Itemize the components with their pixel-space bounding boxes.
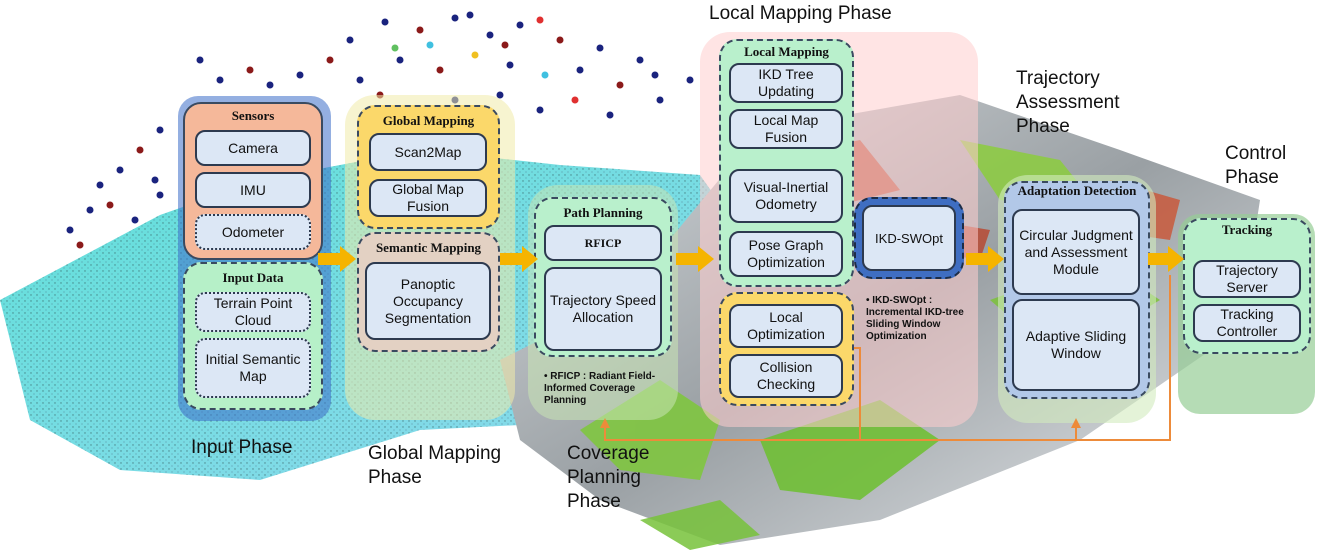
- input-data-group: Input Data Terrain Point Cloud Initial S…: [183, 262, 323, 410]
- semantic-mapping-group: Semantic Mapping Panoptic Occupancy Segm…: [357, 232, 500, 352]
- feedback-line-assessment: [860, 425, 1077, 441]
- adaptation-detection-title: Adaptation Detection: [1017, 183, 1137, 198]
- sensors-group: Sensors Camera IMU Odometer: [183, 102, 323, 260]
- feedback-arrowhead-coverage: [600, 418, 610, 428]
- terrain-point-cloud-box: Terrain Point Cloud: [195, 292, 311, 332]
- odometer-box: Odometer: [195, 214, 311, 250]
- control-phase-label: Control Phase: [1225, 143, 1287, 188]
- local-optimization-group: Local Optimization Collision Checking: [719, 292, 854, 406]
- panoptic-occupancy-segmentation-box: Panoptic Occupancy Segmentation: [365, 262, 491, 340]
- ikd-swopt-box: IKD-SWOpt: [862, 205, 956, 271]
- global-map-fusion-box: Global Map Fusion: [369, 179, 487, 217]
- rficp-note-text: RFICP : Radiant Field-Informed Coverage …: [544, 371, 656, 406]
- local-mapping-phase-label: Local Mapping Phase: [709, 3, 892, 24]
- global-mapping-group: Global Mapping Scan2Map Global Map Fusio…: [357, 105, 500, 229]
- bullet: •: [544, 371, 551, 382]
- path-planning-group: Path Planning RFICP Trajectory Speed All…: [534, 197, 672, 357]
- tracking-title: Tracking: [1221, 222, 1273, 237]
- visual-inertial-odometry-box: Visual-Inertial Odometry: [729, 169, 843, 223]
- feedback-line-local-opt: [604, 347, 861, 441]
- adaptive-sliding-window-box: Adaptive Sliding Window: [1012, 299, 1140, 391]
- collision-checking-box: Collision Checking: [729, 354, 843, 398]
- input-data-title: Input Data: [222, 270, 284, 285]
- trajectory-server-box: Trajectory Server: [1193, 260, 1301, 298]
- ikd-swopt-group: IKD-SWOpt: [854, 197, 964, 279]
- ikd-swopt-note: • IKD-SWOpt : Incremental IKD-tree Slidi…: [866, 295, 966, 343]
- scan2map-box: Scan2Map: [369, 133, 487, 171]
- arrow-global-to-coverage: [500, 246, 538, 272]
- rficp-note: • RFICP : Radiant Field-Informed Coverag…: [544, 371, 674, 407]
- ikd-tree-updating-box: IKD Tree Updating: [729, 63, 843, 103]
- bullet: •: [866, 295, 873, 306]
- tracking-controller-box: Tracking Controller: [1193, 304, 1301, 342]
- semantic-mapping-title: Semantic Mapping: [375, 240, 482, 255]
- global-mapping-phase-label: Global Mapping Phase: [368, 443, 502, 488]
- arrow-coverage-to-local: [676, 246, 714, 272]
- feedback-line-control: [1076, 275, 1171, 441]
- local-mapping-title: Local Mapping: [744, 44, 829, 59]
- feedback-arrowhead-assessment: [1071, 418, 1081, 428]
- ikd-swopt-note-text: IKD-SWOpt : Incremental IKD-tree Sliding…: [866, 295, 964, 342]
- tracking-group: Tracking Trajectory Server Tracking Cont…: [1183, 218, 1311, 354]
- rficp-box: RFICP: [544, 225, 662, 261]
- sensors-title: Sensors: [231, 108, 275, 123]
- initial-semantic-map-box: Initial Semantic Map: [195, 338, 311, 398]
- arrow-input-to-global: [318, 246, 356, 272]
- path-planning-title: Path Planning: [563, 205, 643, 220]
- trajectory-assessment-phase-label: Trajectory Assessment Phase: [1016, 68, 1120, 137]
- camera-box: Camera: [195, 130, 311, 166]
- imu-box: IMU: [195, 172, 311, 208]
- local-map-fusion-box: Local Map Fusion: [729, 109, 843, 149]
- trajectory-speed-allocation-box: Trajectory Speed Allocation: [544, 267, 662, 351]
- local-optimization-box: Local Optimization: [729, 304, 843, 348]
- local-mapping-group: Local Mapping IKD Tree Updating Local Ma…: [719, 39, 854, 287]
- pose-graph-optimization-box: Pose Graph Optimization: [729, 231, 843, 277]
- coverage-planning-phase-label: Coverage Planning Phase: [567, 443, 650, 512]
- adaptation-detection-group: Adaptation Detection Circular Judgment a…: [1004, 181, 1150, 399]
- arrow-local-to-assessment: [966, 246, 1004, 272]
- circular-judgment-box: Circular Judgment and Assessment Module: [1012, 209, 1140, 295]
- global-mapping-title: Global Mapping: [382, 113, 475, 128]
- arrow-assessment-to-control: [1148, 246, 1184, 272]
- input-phase-label: Input Phase: [191, 437, 293, 458]
